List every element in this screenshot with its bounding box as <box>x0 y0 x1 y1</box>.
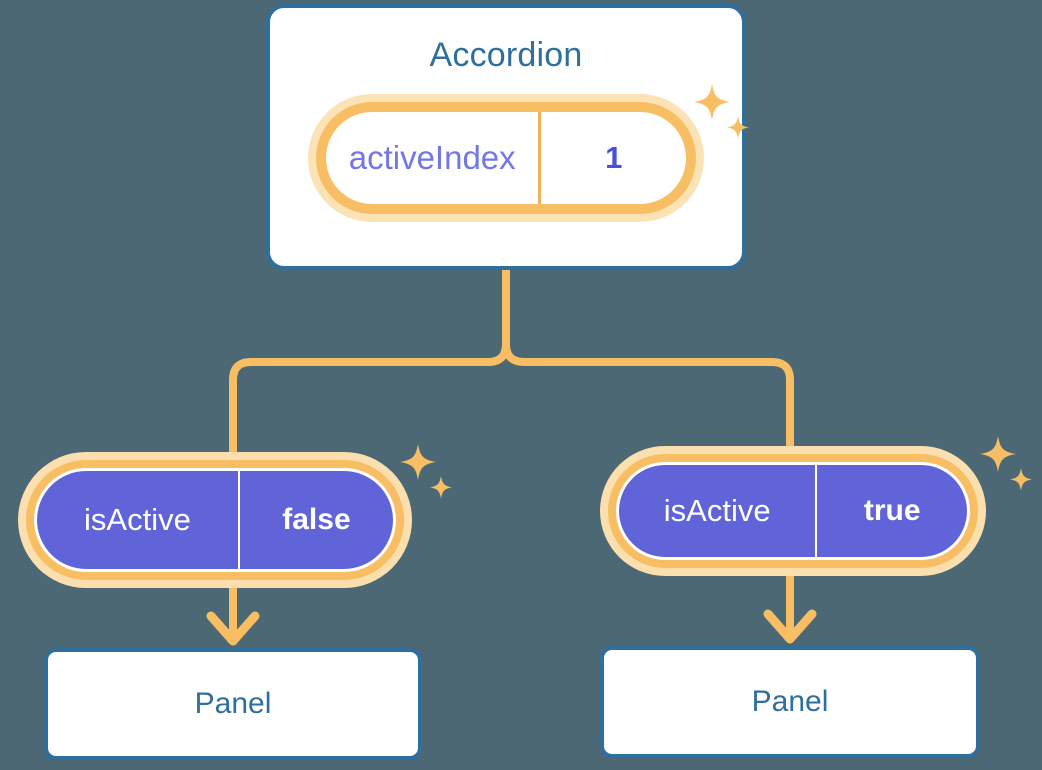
state-pill-isactive-right[interactable]: isActive true <box>600 446 986 576</box>
pill-body: isActive true <box>616 462 970 560</box>
panel-label: Panel <box>751 685 829 718</box>
arrow-down-icon <box>763 576 817 644</box>
sparkle-icon <box>1010 468 1032 491</box>
arrow-down-icon <box>206 588 260 646</box>
sparkle-icon <box>430 476 452 499</box>
state-pill-isactive-left[interactable]: isActive false <box>18 452 412 588</box>
state-pill-activeindex[interactable]: activeIndex 1 <box>308 94 704 222</box>
panel-box-left[interactable]: Panel <box>44 648 422 760</box>
accordion-title: Accordion <box>429 36 583 74</box>
state-key-label: isActive <box>619 465 818 557</box>
state-key-label: isActive <box>37 471 240 569</box>
panel-label: Panel <box>194 687 272 720</box>
state-key-label: activeIndex <box>348 139 516 176</box>
tree-branch-path <box>229 266 510 456</box>
panel-box-right[interactable]: Panel <box>600 646 980 758</box>
pill-body: activeIndex 1 <box>326 112 686 204</box>
pill-body: isActive false <box>34 468 396 572</box>
state-value-label: false <box>282 503 351 536</box>
sparkle-group <box>978 432 1038 507</box>
state-value-label: true <box>863 494 921 527</box>
state-value-label: 1 <box>538 112 686 204</box>
tree-branch-path <box>502 266 794 450</box>
